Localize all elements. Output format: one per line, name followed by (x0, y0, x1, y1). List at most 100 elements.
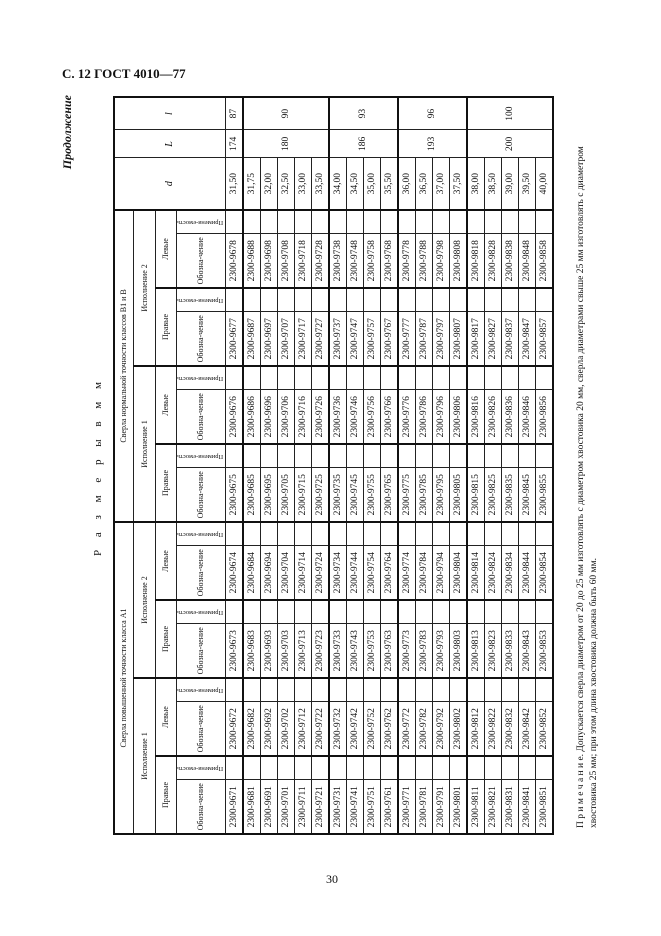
designation-cell: 2300-9697 (260, 311, 278, 366)
designation-cell: 2300-9822 (484, 702, 502, 756)
designation-cell: 2300-9785 (415, 467, 433, 522)
applicability-cell (242, 443, 261, 468)
applicability-cell (346, 600, 364, 624)
designation-cell: 2300-9856 (535, 389, 553, 444)
left-header: Левые (155, 209, 176, 288)
applicability-cell (449, 521, 467, 546)
designation-cell: 2300-9798 (432, 233, 450, 288)
designation-cell: 2300-9855 (535, 467, 553, 522)
designation-cell: 2300-9747 (346, 311, 364, 366)
rotated-content: Продолжение Р а з м е р ы в м м Сверла п… (60, 95, 605, 838)
designation-cell: 2300-9778 (397, 233, 416, 288)
applicability-cell (363, 287, 381, 312)
applicability-cell (449, 756, 467, 780)
applicability-cell (260, 365, 278, 390)
applicability-cell (311, 443, 329, 468)
designation-cell: 2300-9696 (260, 389, 278, 444)
applicability-cell (294, 678, 312, 702)
designation-cell: 2300-9844 (518, 546, 536, 600)
d-header: d (114, 157, 226, 210)
exec1-header: Исполнение 1 (133, 365, 155, 522)
applicability-cell (415, 209, 433, 234)
designation-header: Обозна-чение (196, 315, 206, 363)
designation-cell: 2300-9717 (294, 311, 312, 366)
designation-cell: 2300-9746 (346, 389, 364, 444)
designation-cell: 2300-9784 (415, 546, 433, 600)
designation-cell: 2300-9838 (501, 233, 519, 288)
applicability-cell (415, 365, 433, 390)
designation-cell: 2300-9828 (484, 233, 502, 288)
designation-cell: 2300-9672 (225, 702, 243, 756)
applicability-cell (501, 678, 519, 702)
designation-cell: 2300-9783 (415, 624, 433, 678)
designation-cell: 2300-9682 (242, 702, 261, 756)
applicability-cell (328, 521, 347, 546)
applicability-cell (397, 443, 416, 468)
designation-cell: 2300-9732 (328, 702, 347, 756)
designation-cell: 2300-9756 (363, 389, 381, 444)
designation-cell: 2300-9816 (466, 389, 485, 444)
designation-cell: 2300-9782 (415, 702, 433, 756)
applicability-cell (277, 756, 295, 780)
designation-cell: 2300-9702 (277, 702, 295, 756)
designation-cell: 2300-9731 (328, 780, 347, 834)
applicability-header: Применя-емость (176, 374, 223, 382)
designation-cell: 2300-9707 (277, 311, 295, 366)
designation-cell: 2300-9781 (415, 780, 433, 834)
applicability-cell (397, 600, 416, 624)
designation-cell: 2300-9813 (466, 624, 485, 678)
designation-cell: 2300-9726 (311, 389, 329, 444)
exec2-header: Исполнение 2 (133, 209, 155, 366)
designation-cell: 2300-9755 (363, 467, 381, 522)
designation-cell: 2300-9807 (449, 311, 467, 366)
applicability-cell (294, 756, 312, 780)
L-cell: 186 (328, 129, 398, 158)
designation-cell: 2300-9716 (294, 389, 312, 444)
applicability-cell (380, 521, 398, 546)
designation-cell: 2300-9825 (484, 467, 502, 522)
applicability-cell (260, 600, 278, 624)
designation-cell: 2300-9846 (518, 389, 536, 444)
designation-cell: 2300-9833 (501, 624, 519, 678)
right-header: Правые (155, 756, 176, 834)
applicability-cell (260, 678, 278, 702)
d-cell: 33,50 (311, 157, 329, 210)
designation-cell: 2300-9775 (397, 467, 416, 522)
applicability-cell (484, 209, 502, 234)
designation-cell: 2300-9766 (380, 389, 398, 444)
designation-cell: 2300-9718 (294, 233, 312, 288)
designation-cell: 2300-9763 (380, 624, 398, 678)
designation-cell: 2300-9678 (225, 233, 243, 288)
applicability-cell (363, 756, 381, 780)
applicability-header: Применя-емость (176, 452, 223, 460)
applicability-cell (380, 287, 398, 312)
designation-cell: 2300-9704 (277, 546, 295, 600)
applicability-cell (311, 287, 329, 312)
applicability-cell (294, 600, 312, 624)
applicability-cell (501, 365, 519, 390)
applicability-cell (501, 287, 519, 312)
designation-cell: 2300-9741 (346, 780, 364, 834)
designation-cell: 2300-9713 (294, 624, 312, 678)
applicability-cell (328, 287, 347, 312)
applicability-cell (311, 521, 329, 546)
designation-cell: 2300-9835 (501, 467, 519, 522)
applicability-cell (242, 521, 261, 546)
applicability-cell (501, 521, 519, 546)
designation-cell: 2300-9776 (397, 389, 416, 444)
table-row: 2300-9781 2300-9782 2300-9783 2300-9784 2300… (415, 97, 433, 834)
designation-cell: 2300-9737 (328, 311, 347, 366)
applicability-cell (449, 600, 467, 624)
right-header: Правые (155, 287, 176, 366)
applicability-cell (225, 521, 243, 546)
applicability-cell (225, 443, 243, 468)
applicability-cell (294, 443, 312, 468)
applicability-cell (501, 600, 519, 624)
applicability-cell (311, 209, 329, 234)
designation-cell: 2300-9836 (501, 389, 519, 444)
